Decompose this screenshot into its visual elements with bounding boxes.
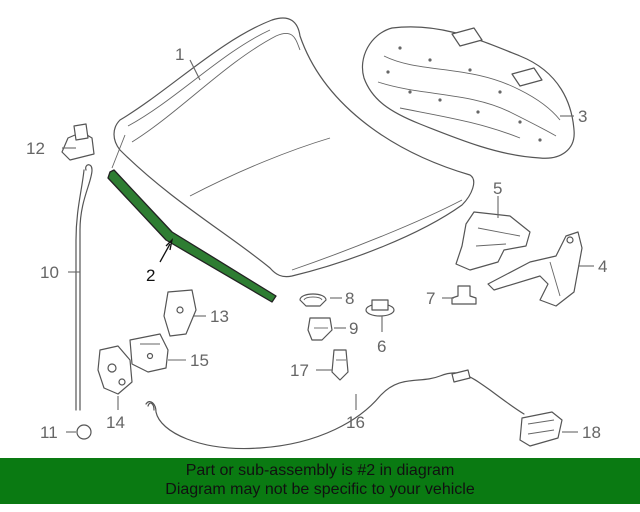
callout-10: 10 [40, 263, 59, 282]
hood-release-handle[interactable] [519, 411, 563, 447]
callout-11: 11 [40, 423, 58, 442]
grommet-6[interactable] [365, 299, 395, 317]
callout-7: 7 [426, 289, 435, 308]
info-banner: Part or sub-assembly is #2 in diagram Di… [0, 458, 640, 504]
callout-4: 4 [598, 257, 607, 276]
callout-2: 2 [146, 266, 155, 285]
bolt-7[interactable] [451, 285, 477, 305]
clip-8[interactable] [299, 293, 327, 307]
callout-8: 8 [345, 289, 354, 308]
banner-line-disclaimer: Diagram may not be specific to your vehi… [165, 481, 475, 498]
latch-bracket[interactable] [163, 289, 197, 337]
banner-line-part-info: Part or sub-assembly is #2 in diagram [185, 462, 455, 479]
release-bracket[interactable] [129, 333, 169, 373]
callout-17: 17 [290, 361, 309, 380]
callout-12: 12 [26, 139, 45, 158]
hood-hinge[interactable] [487, 231, 583, 307]
hood-front-seal-highlighted[interactable] [107, 169, 277, 303]
hood-prop-rod[interactable] [75, 164, 93, 411]
callout-6: 6 [377, 337, 386, 356]
hood-parts-diagram: 1 2 3 4 5 6 7 8 9 10 11 12 13 14 15 16 1… [26, 17, 607, 450]
hood-panel[interactable] [111, 17, 475, 278]
callout-16: 16 [346, 413, 365, 432]
callout-labels: 1 2 3 4 5 6 7 8 9 10 11 12 13 14 15 16 1… [26, 45, 607, 442]
callout-15: 15 [190, 351, 209, 370]
callout-13: 13 [210, 307, 229, 326]
callout-1: 1 [175, 45, 184, 64]
callout-9: 9 [349, 319, 358, 338]
bumper-9[interactable] [307, 317, 333, 341]
hood-hinge-bracket[interactable] [455, 211, 531, 271]
callout-5: 5 [493, 179, 502, 198]
prop-rod-clip[interactable] [61, 123, 95, 161]
clip-17[interactable] [331, 349, 349, 381]
callout-3: 3 [578, 107, 587, 126]
callout-18: 18 [582, 423, 601, 442]
prop-rod-grommet[interactable] [76, 424, 92, 440]
callout-14: 14 [106, 413, 125, 432]
hood-insulator[interactable] [361, 26, 575, 159]
hood-latch[interactable] [97, 345, 133, 395]
leader-lines [62, 59, 594, 433]
hood-release-cable[interactable] [145, 369, 525, 450]
